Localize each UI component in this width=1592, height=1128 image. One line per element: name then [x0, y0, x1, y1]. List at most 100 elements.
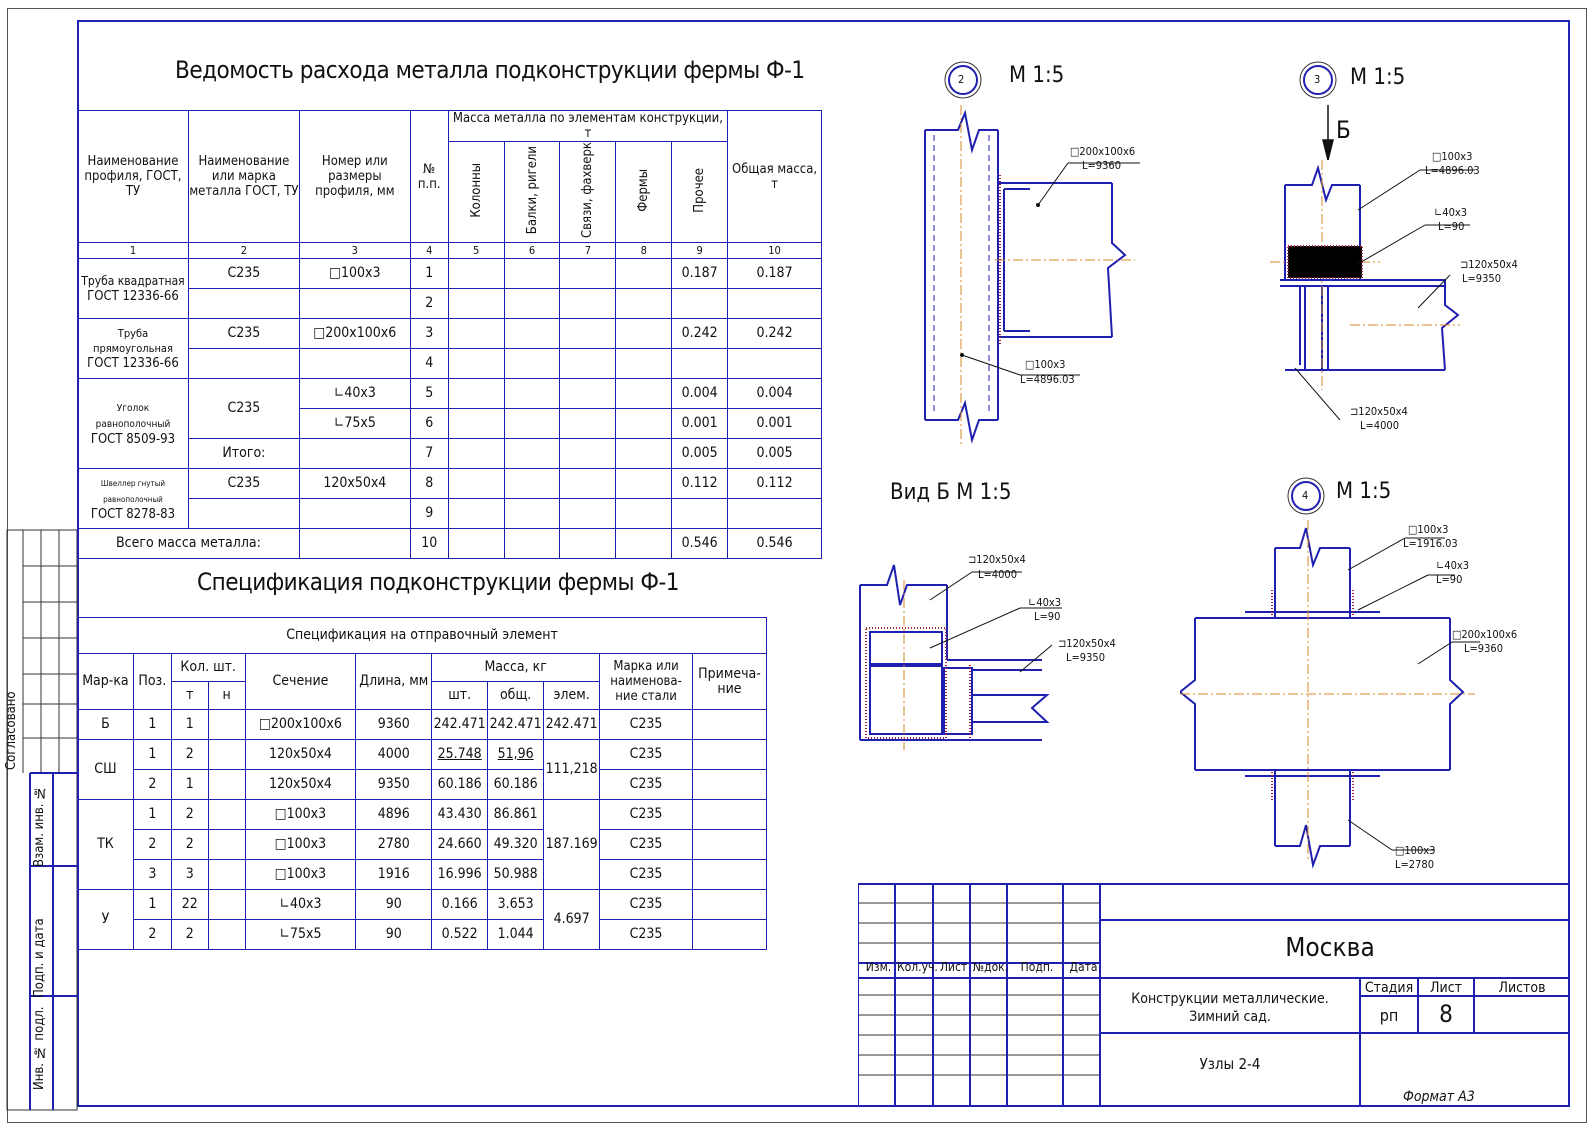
stamp-city: Москва: [1285, 933, 1375, 963]
node-3-label-1-length: L=4896.03: [1425, 164, 1480, 177]
th-num: № п.п.: [409, 109, 449, 244]
view-b-title: Вид Б М 1:5: [890, 480, 1012, 505]
node-4-label-1-section: □100x3: [1408, 523, 1449, 536]
side-strip-lines: [6, 529, 78, 1111]
table-row: У 1 22 ∟40x3 90 0.166 3.653 4.697 С235: [77, 889, 768, 950]
table-row: 2 2 ∟75x5 90 0.522 1.044 С235: [78, 919, 768, 950]
node-3-label-2-length: L=90: [1438, 220, 1465, 233]
node-2-label-1-section: □200x100x6: [1070, 145, 1136, 158]
node-3-number: 3: [1314, 73, 1321, 86]
table-row: 2: [78, 288, 822, 320]
spec-caption: Спецификация на отправочный элемент: [77, 617, 767, 654]
side-label-inv-orig: Инв. № подл.: [32, 1006, 47, 1090]
total-row: Всего масса металла: 10 0.546 0.546: [77, 528, 822, 560]
node-4-label-4-length: L=2780: [1395, 858, 1434, 871]
table-row: 3 3 □100x3 1916 16.996 50.988 С235: [78, 859, 768, 890]
table-row: 9: [78, 498, 822, 530]
th-total: Общая масса, т: [727, 109, 822, 244]
stamp-sheet-label: Лист: [1430, 980, 1462, 996]
stamp-stage-label: Стадия: [1364, 980, 1414, 996]
node-4-drawing: [1180, 520, 1480, 869]
table-row: 4: [78, 348, 822, 380]
table-row: ТК 1 2 □100x3 4896 43.430 86.861 187.169…: [77, 799, 768, 890]
node-3-label-4-length: L=4000: [1360, 419, 1399, 432]
th-section: Сечение: [244, 653, 357, 710]
stamp-project: Конструкции металлические.Зимний сад.: [1131, 991, 1329, 1025]
metal-table: Наименование профиля, ГОСТ, ТУ Наименова…: [77, 109, 822, 560]
th-pos: Поз.: [132, 653, 172, 710]
stamp-sheet-title: Узлы 2-4: [1199, 1055, 1261, 1073]
node-2-number: 2: [958, 73, 965, 86]
th-profile: Наименование профиля, ГОСТ, ТУ: [77, 109, 189, 244]
view-b-label-1-length: L=4000: [978, 568, 1017, 581]
node-2-label-1-length: L=9360: [1082, 159, 1121, 172]
th-length: Длина, мм: [355, 653, 433, 710]
node-4-marker: [1287, 477, 1325, 515]
node-2-marker: [944, 61, 982, 99]
th-mass: Масса, кг: [431, 653, 601, 682]
view-b-label-3-length: L=9350: [1066, 651, 1105, 664]
th-note: Примеча-ние: [691, 653, 768, 710]
node-3-label-1-section: □100x3: [1432, 150, 1473, 163]
th-mass-group: Масса металла по элементам конструкции, …: [447, 110, 729, 142]
view-b-drawing: [859, 564, 1062, 750]
table-row: 2 2 □100x3 2780 24.660 49.320 С235: [78, 829, 768, 860]
side-label-agreed: Согласовано: [4, 691, 19, 770]
th-steel: Наименование или марка металла ГОСТ, ТУ: [187, 109, 300, 244]
view-b-label-2-length: L=90: [1034, 610, 1061, 623]
th-trusses: Фермы: [636, 168, 652, 212]
col-number-row: 1 2 3 4 5 6 7 8 9 10: [77, 242, 822, 260]
node-2-label-2-length: L=4896.03: [1020, 373, 1075, 386]
node-3-label-3-section: ⊐120x50x4: [1460, 258, 1518, 271]
node-4-label-3-length: L=9360: [1464, 642, 1503, 655]
title-block-grid: [858, 883, 1570, 1107]
spec-table: Спецификация на отправочный элемент Мар-…: [77, 617, 768, 950]
node-4-label-2-length: L=90: [1436, 573, 1463, 586]
node-3-label-3-length: L=9350: [1462, 272, 1501, 285]
table-row: Итого: 7 0.005 0.005: [78, 438, 822, 470]
view-b-label-1-section: ⊐120x50x4: [968, 553, 1026, 566]
side-label-sign-date: Подп. и дата: [32, 918, 47, 998]
th-columns: Колонны: [468, 162, 484, 218]
node-2-label-2-section: □100x3: [1025, 358, 1066, 371]
node-2-scale: М 1:5: [1009, 63, 1065, 88]
node-4-label-4-section: □100x3: [1395, 844, 1436, 857]
node-4-number: 4: [1302, 489, 1309, 502]
metal-table-title: Ведомость расхода металла подконструкции…: [175, 56, 805, 84]
table-row: СШ 1 2 120x50x4 4000 25.748 51,96 111,21…: [77, 739, 768, 800]
node-3-label-4-section: ⊐120x50x4: [1350, 405, 1408, 418]
node-3-label-2-section: ∟40x3: [1434, 206, 1468, 219]
side-label-replace-inv: Взам. инв. №: [32, 784, 47, 867]
th-qty: Кол. шт.: [170, 653, 246, 682]
node-4-label-3-section: □200x100x6: [1452, 628, 1518, 641]
th-bracing: Связи, фахверк: [580, 142, 596, 239]
th-beams: Балки, ригели: [524, 145, 540, 235]
node-3-view-arrow-label: Б: [1336, 116, 1351, 144]
sheet-frame: [77, 20, 1570, 1107]
stamp-stage-value: рп: [1379, 1006, 1399, 1025]
stamp-sheets-label: Листов: [1498, 980, 1546, 996]
stamp-sheet-value: 8: [1439, 1000, 1453, 1028]
node-3-scale: М 1:5: [1350, 65, 1406, 90]
spec-table-title: Спецификация подконструкции фермы Ф-1: [197, 568, 680, 596]
node-4-label-1-length: L=1916.03: [1403, 537, 1458, 550]
table-row: ∟75x5 6 0.001 0.001: [78, 408, 822, 440]
node-4-label-2-section: ∟40x3: [1436, 559, 1470, 572]
sheet-format: Формат А3: [1403, 1089, 1475, 1105]
table-row: 2 1 120x50x4 9350 60.186 60.186 С235: [78, 769, 768, 800]
view-b-label-3-section: ⊐120x50x4: [1058, 637, 1116, 650]
node-2-drawing: [924, 105, 1140, 445]
node-3-marker: [1299, 61, 1337, 99]
th-steel-grade: Марка или наименова-ние стали: [599, 653, 693, 710]
view-b-label-2-section: ∟40x3: [1028, 596, 1062, 609]
table-row: Б 1 1 □200x100x6 9360 242.471 242.471 24…: [77, 709, 768, 740]
th-mark: Мар-ка: [77, 653, 134, 710]
